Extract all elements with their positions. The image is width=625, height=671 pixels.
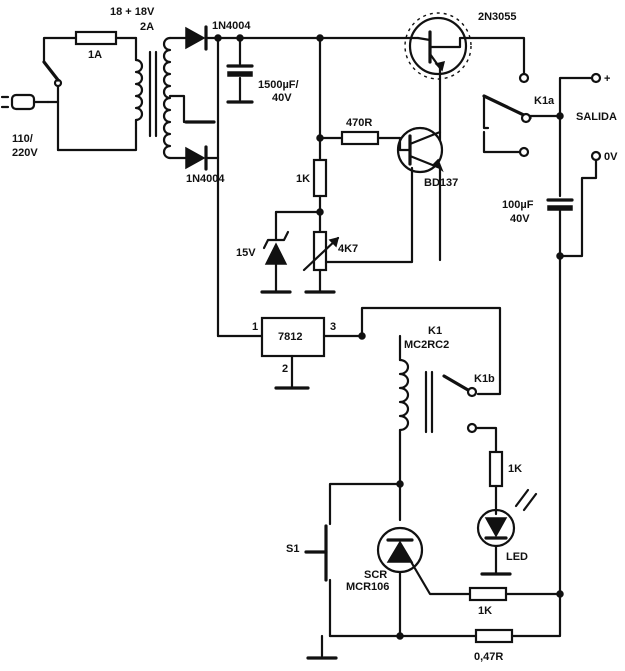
potentiometer-4k7	[302, 166, 414, 294]
label-cap-output-2: 40V	[510, 213, 530, 225]
label-scr: SCR	[364, 569, 387, 581]
label-diode-bottom: 1N4004	[186, 173, 225, 185]
switch-s1	[304, 482, 402, 638]
transistor-bd137	[396, 126, 444, 262]
label-cap-output-1: 100µF	[502, 199, 534, 211]
fuse-1a	[42, 30, 138, 64]
label-relay-contact-a: K1a	[534, 95, 555, 107]
resistor-1k-gate	[468, 586, 508, 602]
label-scr-model: MCR106	[346, 581, 389, 593]
transistor-2n3055	[416, 30, 526, 142]
resistor-470r	[340, 130, 380, 146]
label-led: LED	[506, 551, 528, 563]
label-reg-pin-3: 3	[330, 321, 336, 333]
label-regulator: 7812	[278, 331, 302, 343]
label-power-transistor: 2N3055	[478, 11, 517, 23]
label-transformer-voltage: 18 + 18V	[110, 6, 155, 18]
label-cap-filter-1: 1500µF/	[258, 79, 299, 91]
label-fuse: 1A	[88, 49, 102, 61]
label-output-plus: +	[604, 73, 610, 85]
label-resistor-led: 1K	[508, 463, 522, 475]
resistor-1k-divider	[312, 158, 328, 198]
label-cap-filter-2: 40V	[272, 92, 292, 104]
regulator-7812	[260, 316, 326, 390]
mains-plug	[0, 93, 50, 111]
label-resistor-gate: 1K	[478, 605, 492, 617]
relay-contact-k1b	[442, 374, 502, 454]
relay-contact-k1a	[482, 72, 562, 158]
label-output-title: SALIDA	[576, 111, 617, 123]
heatsink	[404, 12, 472, 80]
junctions	[214, 34, 564, 640]
transformer	[134, 36, 172, 160]
label-zener: 15V	[236, 247, 256, 259]
power-switch	[42, 60, 63, 152]
resistor-0-47r	[474, 628, 514, 644]
label-reg-pin-1: 1	[252, 321, 258, 333]
label-diode-top: 1N4004	[212, 20, 251, 32]
zener-15v	[260, 210, 292, 294]
label-resistor-divider: 1K	[296, 173, 310, 185]
label-relay-model: MC2RC2	[404, 339, 449, 351]
filter-capacitor	[226, 36, 254, 104]
relay-coil-k1	[398, 358, 434, 434]
label-mains-1: 110/	[12, 133, 33, 145]
label-relay: K1	[428, 325, 442, 337]
ground-symbol	[306, 634, 338, 660]
led	[476, 488, 538, 576]
label-relay-contact-b: K1b	[474, 373, 495, 385]
label-output-zero: 0V	[604, 151, 618, 163]
label-resistor-shunt: 0,47R	[474, 651, 503, 663]
label-potentiometer: 4K7	[338, 243, 358, 255]
label-resistor-base: 470R	[346, 117, 372, 129]
label-driver-transistor: BD137	[424, 177, 458, 189]
label-transformer-current: 2A	[140, 21, 154, 33]
diode-bottom	[185, 36, 220, 171]
label-reg-pin-2: 2	[282, 363, 288, 375]
label-switch: S1	[286, 543, 299, 555]
resistor-1k-led	[488, 450, 504, 488]
output-capacitor	[546, 198, 574, 596]
label-mains-2: 220V	[12, 147, 38, 159]
scr-mcr106	[376, 526, 472, 638]
